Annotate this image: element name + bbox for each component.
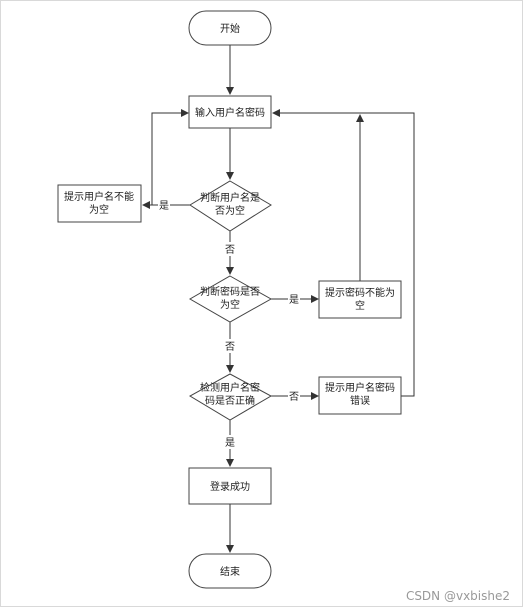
node-end-label: 结束: [220, 565, 240, 578]
node-start: 开始: [188, 10, 272, 46]
edge-label-pwd-yes: 是: [289, 294, 299, 306]
node-prompt-user: 提示用户名不能 为空: [57, 184, 142, 223]
node-prompt-pwd-label-1: 提示密码不能为: [325, 286, 395, 299]
node-check-pwd-label-1: 判断密码是否: [200, 285, 260, 298]
edge-prompt-err-back: [272, 109, 415, 397]
node-prompt-pwd-label-2: 空: [355, 299, 365, 312]
edge-label-verify-no: 否: [289, 391, 299, 403]
node-end: 结束: [188, 553, 272, 589]
edge-label-user-yes: 是: [159, 200, 169, 212]
node-input-label: 输入用户名密码: [195, 106, 265, 119]
node-check-pwd: 判断密码是否 为空: [188, 275, 273, 323]
edge-prompt-user-back: [151, 109, 189, 205]
edge-label-user-no: 否: [225, 244, 235, 256]
edge-label-verify-yes: 是: [225, 437, 235, 449]
watermark: CSDN @vxbishe2: [406, 589, 510, 603]
node-success-label: 登录成功: [210, 480, 250, 493]
edge-labels: 是 否 是 否 否 是: [158, 198, 300, 449]
node-prompt-err: 提示用户名密码 错误: [318, 376, 402, 415]
edge-label-pwd-no: 否: [225, 341, 235, 353]
node-check-user-label-1: 判断用户名是: [200, 191, 260, 204]
node-prompt-user-label-1: 提示用户名不能: [64, 190, 134, 203]
node-check-user-label-2: 否为空: [215, 204, 245, 217]
node-prompt-err-label-2: 错误: [350, 394, 370, 407]
node-success: 登录成功: [188, 467, 272, 505]
node-check-pwd-label-2: 为空: [220, 298, 240, 311]
node-input: 输入用户名密码: [188, 95, 272, 129]
node-prompt-user-label-2: 为空: [89, 203, 109, 216]
node-verify: 检测用户名密 码是否正确: [188, 373, 273, 421]
node-verify-label-2: 码是否正确: [205, 394, 255, 407]
node-prompt-pwd: 提示密码不能为 空: [318, 280, 402, 319]
node-check-user: 判断用户名是 否为空: [189, 180, 272, 232]
node-start-label: 开始: [220, 22, 240, 35]
node-verify-label-1: 检测用户名密: [200, 381, 260, 394]
node-prompt-err-label-1: 提示用户名密码: [325, 381, 395, 394]
